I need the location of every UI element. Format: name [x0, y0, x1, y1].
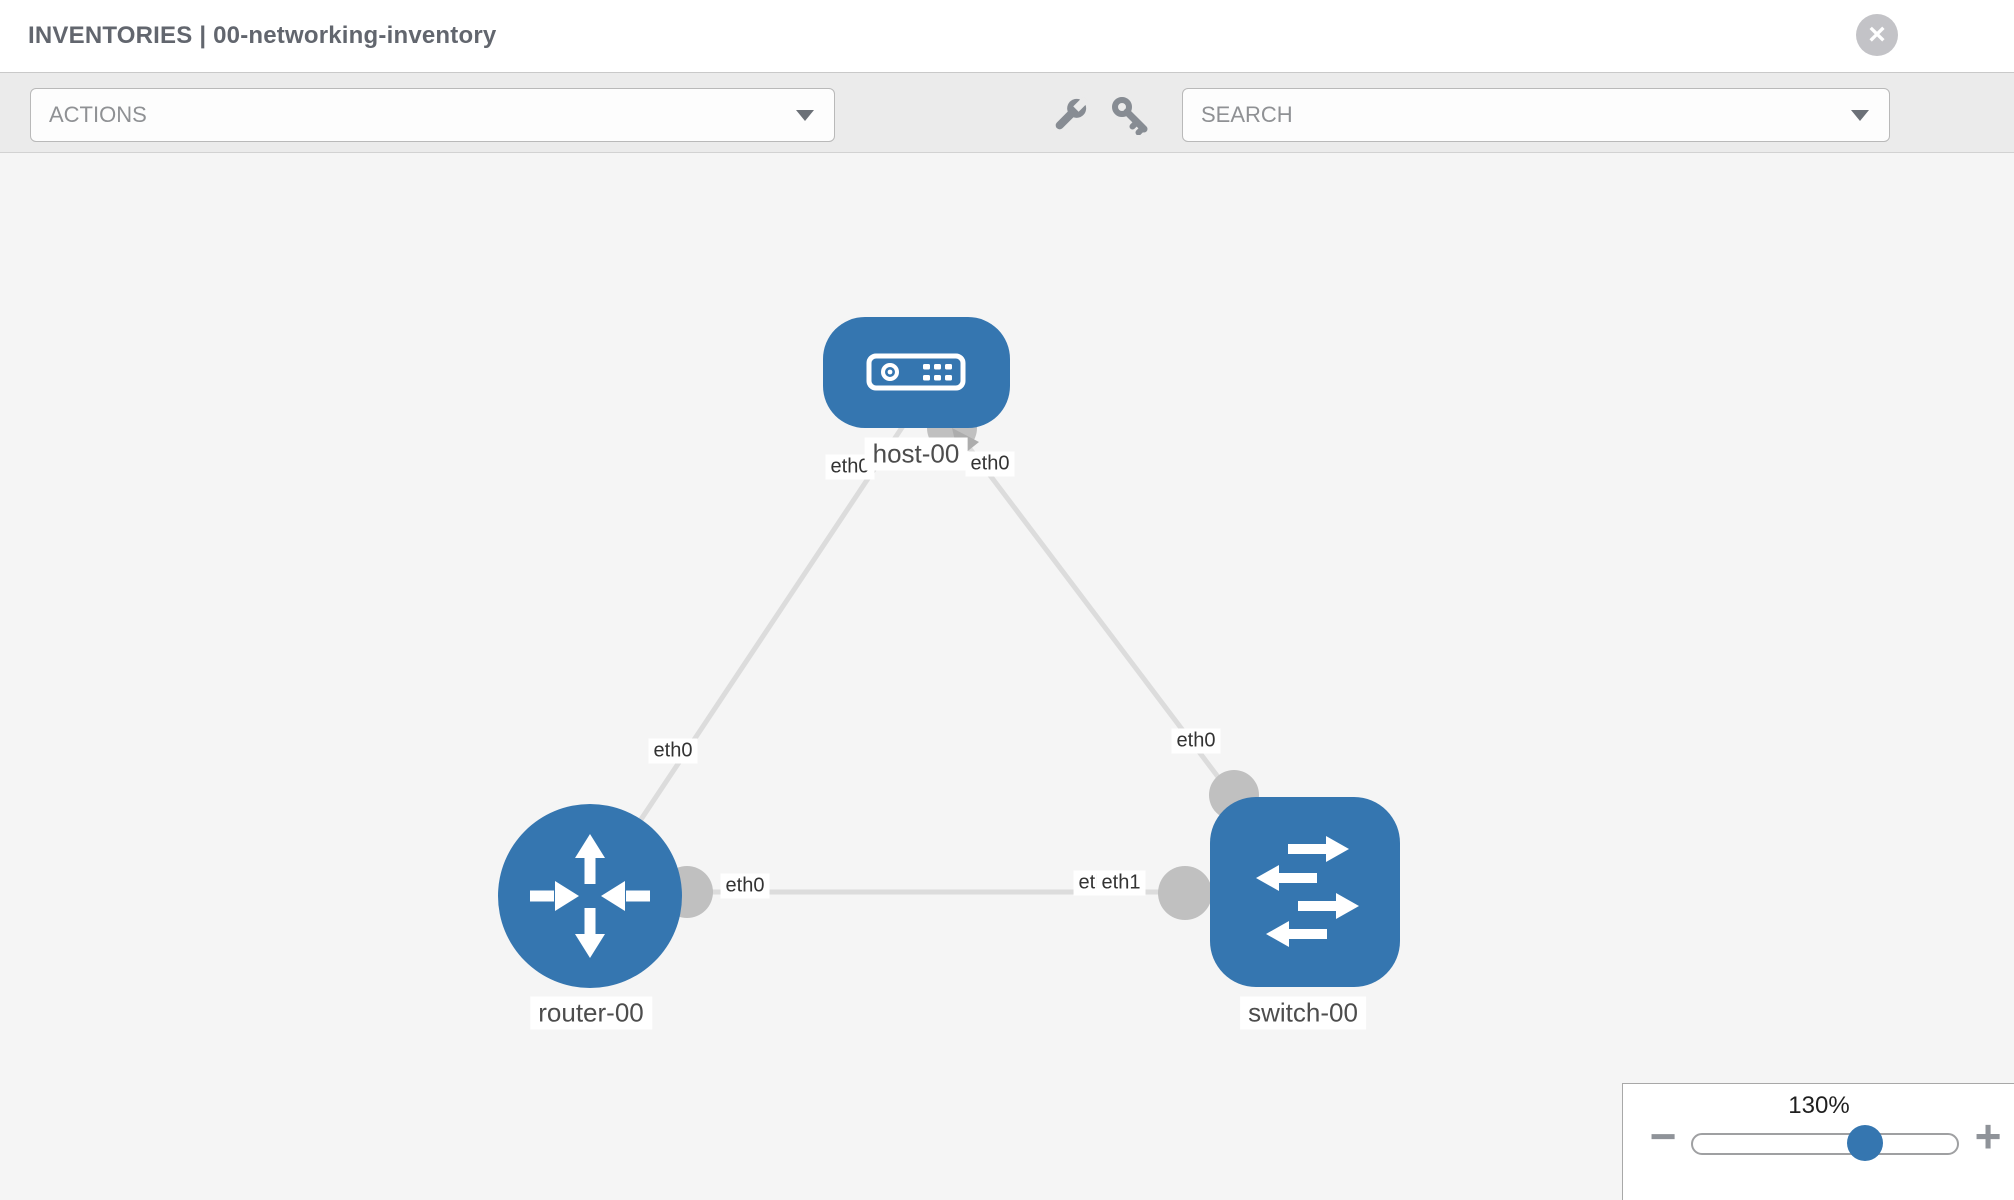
wrench-icon: [1055, 96, 1089, 130]
tools-button[interactable]: [1048, 95, 1092, 135]
router-icon: [530, 834, 650, 958]
zoom-level-label: 130%: [1788, 1092, 1850, 1119]
switch-icon: [1256, 836, 1359, 947]
search-dropdown[interactable]: SEARCH: [1182, 88, 1890, 142]
interface-label: eth1: [1096, 870, 1146, 896]
node-label-router: router-00: [530, 996, 652, 1030]
switch-node[interactable]: [1210, 797, 1400, 987]
interface-label: eth0: [720, 873, 770, 899]
host-icon: [866, 353, 966, 391]
page-header: INVENTORIES | 00-networking-inventory ×: [0, 0, 2014, 72]
minus-icon: −: [1649, 1110, 1677, 1162]
topology-graph: [498, 317, 1400, 988]
page-title: INVENTORIES | 00-networking-inventory: [28, 22, 497, 49]
router-node[interactable]: [498, 804, 682, 988]
close-button[interactable]: ×: [1856, 14, 1898, 56]
key-icon: [1112, 97, 1148, 135]
interface-endpoint: [1158, 866, 1212, 920]
zoom-slider-handle[interactable]: [1847, 1125, 1883, 1161]
chevron-down-icon: [1851, 110, 1869, 121]
zoom-in-button[interactable]: +: [1966, 1113, 2010, 1159]
host-node[interactable]: [823, 317, 1010, 428]
node-label-host: host-00: [864, 437, 968, 471]
zoom-panel: 130% − +: [1622, 1083, 2014, 1200]
key-button[interactable]: [1108, 95, 1152, 135]
zoom-out-button[interactable]: −: [1641, 1113, 1685, 1159]
toolbar: ACTIONS SEARCH: [0, 72, 2014, 153]
interface-label: eth0: [965, 451, 1015, 477]
search-dropdown-label: SEARCH: [1201, 102, 1293, 127]
actions-dropdown-label: ACTIONS: [49, 102, 147, 127]
actions-dropdown[interactable]: ACTIONS: [30, 88, 835, 142]
node-label-switch: switch-00: [1240, 996, 1366, 1030]
plus-icon: +: [1974, 1110, 2002, 1162]
interface-label: eth0: [648, 738, 698, 764]
topology-canvas[interactable]: eth0 eth0 eth0 eth0 eth0 eth0 eth1 host-…: [0, 153, 2014, 1200]
chevron-down-icon: [796, 110, 814, 121]
interface-label: eth0: [1171, 728, 1221, 754]
close-icon: ×: [1868, 18, 1886, 51]
zoom-slider[interactable]: [1691, 1125, 1959, 1161]
link-host-router[interactable]: [587, 421, 908, 898]
